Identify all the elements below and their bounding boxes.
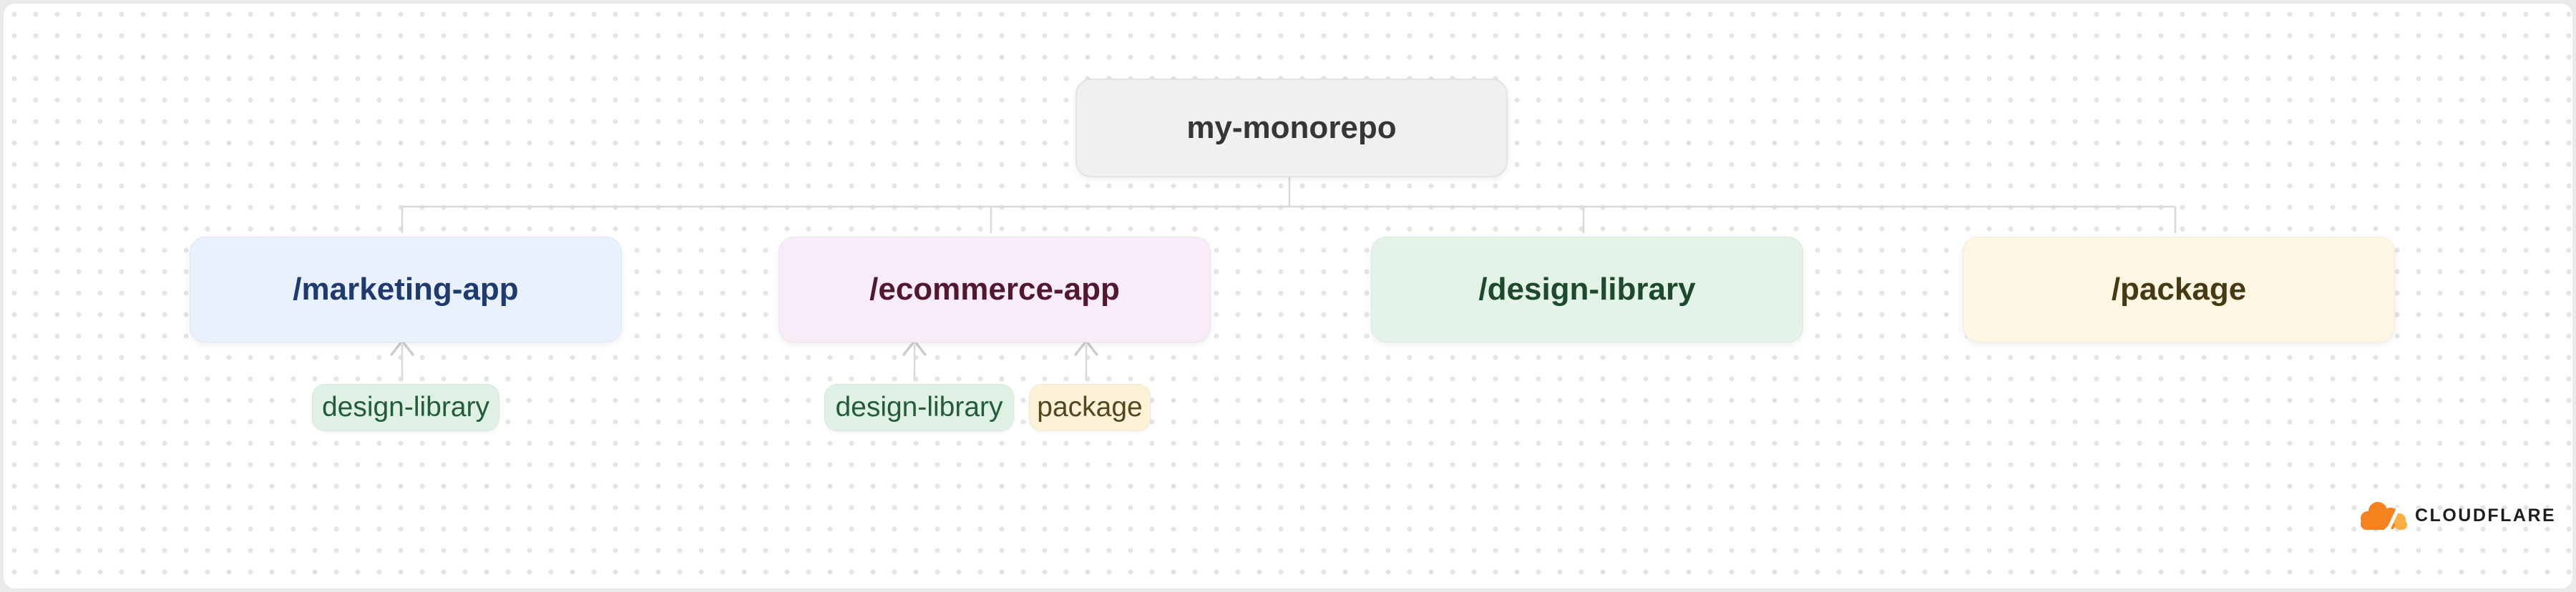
node-my-monorepo: my-monorepo — [1075, 79, 1508, 177]
node-my-monorepo-label: my-monorepo — [1186, 110, 1397, 145]
diagram-canvas: my-monorepo /marketing-app /ecommerce-ap… — [4, 4, 2572, 588]
dependency-tag-label: design-library — [321, 392, 490, 423]
cloudflare-logo: CLOUDFLARE — [2359, 497, 2556, 534]
node-ecommerce-app-label: /ecommerce-app — [869, 272, 1120, 307]
node-ecommerce-app: /ecommerce-app — [779, 237, 1211, 342]
node-marketing-app: /marketing-app — [190, 237, 622, 342]
dependency-tag-marketing-design-library: design-library — [312, 384, 499, 431]
dependency-tag-ecommerce-design-library: design-library — [824, 384, 1014, 431]
node-design-library: /design-library — [1371, 237, 1803, 342]
dependency-tag-ecommerce-package: package — [1029, 384, 1151, 431]
dependency-tag-label: design-library — [835, 392, 1003, 423]
arrowhead-dep-marketing — [390, 340, 414, 356]
node-design-library-label: /design-library — [1478, 272, 1696, 307]
node-package: /package — [1963, 237, 2395, 342]
cloudflare-wordmark: CLOUDFLARE — [2415, 505, 2557, 526]
node-marketing-app-label: /marketing-app — [293, 272, 519, 307]
dependency-tag-label: package — [1037, 392, 1143, 423]
arrowhead-dep-ecommerce-design — [902, 340, 927, 356]
cloudflare-cloud-icon — [2361, 501, 2407, 533]
arrowhead-dep-ecommerce-package — [1074, 340, 1098, 356]
node-package-label: /package — [2111, 272, 2247, 307]
